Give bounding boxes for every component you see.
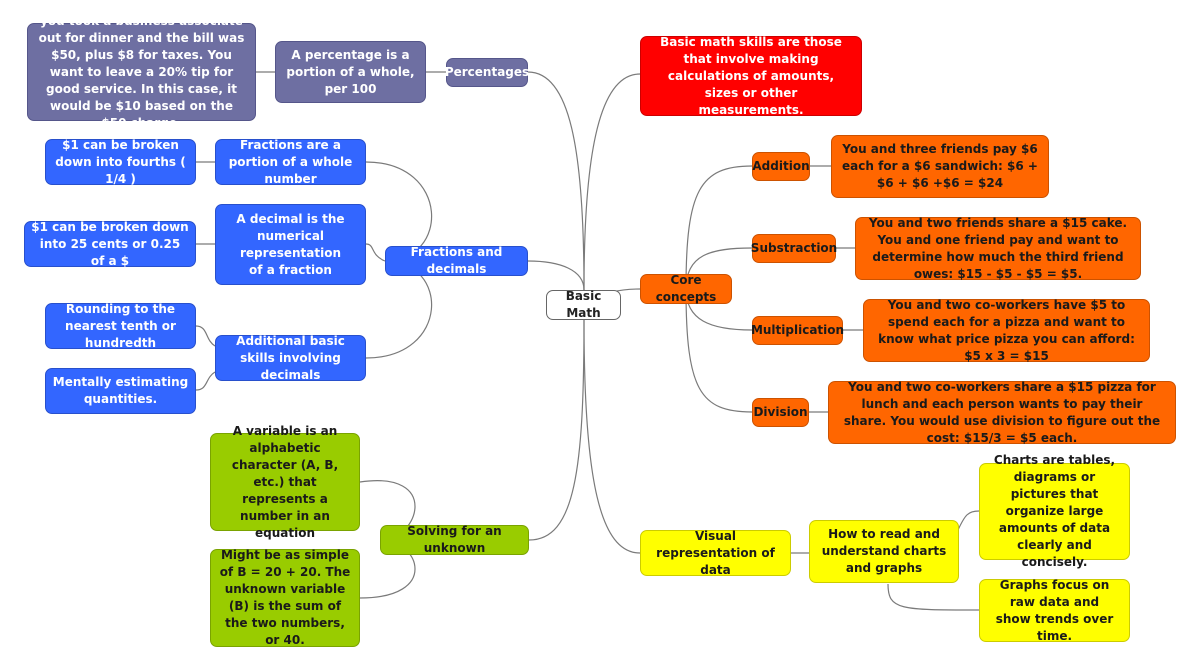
fraction-definition[interactable]: Fractions are a portion of a whole numbe…	[215, 138, 366, 186]
branch-fractions-decimals[interactable]: Fractions and decimals	[385, 245, 528, 276]
additional-skills[interactable]: Additional basic skills involving decima…	[215, 334, 366, 382]
graphs-definition[interactable]: Graphs focus on raw data and show trends…	[979, 578, 1130, 643]
decimal-definition[interactable]: A decimal is the numerical representatio…	[215, 204, 366, 285]
charts-definition[interactable]: Charts are tables, diagrams or pictures …	[979, 453, 1130, 569]
branch-visual-representation[interactable]: Visual representation of data	[640, 529, 791, 577]
skill-estimating[interactable]: Mentally estimating quantities.	[45, 368, 196, 414]
charts-graphs-node[interactable]: How to read and understand charts and gr…	[809, 520, 959, 583]
subtraction-example[interactable]: You and two friends share a $15 cake. Yo…	[855, 216, 1141, 281]
link-core-addition	[685, 165, 753, 290]
concept-division[interactable]: Division	[752, 398, 809, 427]
link-charts-graphs	[887, 583, 980, 611]
link-skills-estimating	[195, 371, 216, 391]
central-topic[interactable]: Basic Math	[546, 289, 621, 320]
link-center-definition	[583, 73, 641, 291]
link-center-percentages	[527, 71, 585, 291]
variable-definition[interactable]: A variable is an alphabetic character (A…	[210, 424, 360, 540]
unknown-example[interactable]: Might be as simple of B = 20 + 20. The u…	[210, 548, 360, 647]
percentage-definition[interactable]: A percentage is a portion of a whole, pe…	[275, 41, 426, 103]
link-charts-def	[957, 510, 980, 531]
addition-example[interactable]: You and three friends pay $6 each for a …	[831, 135, 1049, 198]
branch-solving-unknown[interactable]: Solving for an unknown	[380, 524, 529, 555]
concept-multiplication[interactable]: Multiplication	[751, 316, 844, 345]
division-example[interactable]: You and two co-workers share a $15 pizza…	[828, 380, 1176, 445]
branch-percentages[interactable]: Percentages	[445, 58, 529, 87]
multiplication-example[interactable]: You and two co-workers have $5 to spend …	[863, 298, 1150, 363]
decimal-example[interactable]: $1 can be broken down into 25 cents or 0…	[24, 220, 196, 268]
concept-subtraction[interactable]: Substraction	[751, 234, 837, 263]
link-fractions-decimaldef	[365, 243, 386, 262]
definition-node[interactable]: Basic math skills are those that involve…	[640, 35, 862, 117]
link-center-fractions	[527, 260, 585, 291]
percentage-example[interactable]: you took a business associate out for di…	[27, 14, 256, 130]
skill-rounding[interactable]: Rounding to the nearest tenth or hundred…	[45, 302, 196, 350]
link-center-unknown	[528, 319, 585, 541]
concept-addition[interactable]: Addition	[752, 152, 810, 181]
fraction-example[interactable]: $1 can be broken down into fourths ( 1/4…	[45, 138, 196, 186]
link-center-visual	[583, 319, 641, 554]
branch-core-concepts[interactable]: Core concepts	[640, 273, 732, 304]
link-skills-rounding	[195, 325, 216, 347]
link-core-division	[685, 288, 753, 413]
